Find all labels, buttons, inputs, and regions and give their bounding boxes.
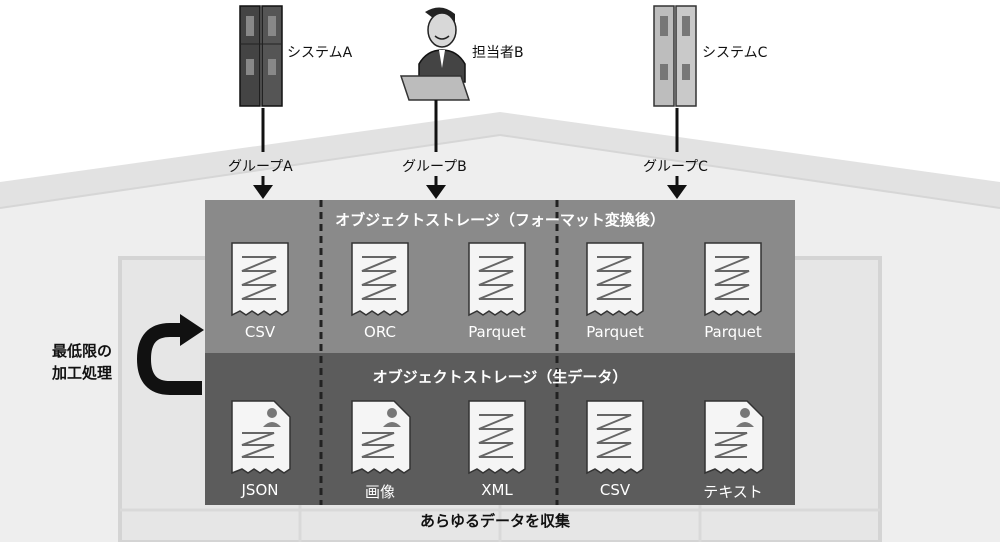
document-icon: [586, 242, 644, 317]
processing-note-line1: 最低限の: [52, 342, 113, 360]
document-person-icon: [704, 400, 764, 475]
person-laptop-icon: [399, 7, 471, 101]
doc-label-raw: JSON: [241, 481, 279, 499]
doc-label-formatted: ORC: [364, 323, 396, 341]
doc-label-raw: 画像: [364, 483, 395, 501]
group-label-a: グループA: [228, 159, 293, 175]
source-label-b: 担当者B: [472, 45, 524, 61]
document-icon: [586, 400, 644, 475]
group-dividers: [319, 200, 559, 505]
doc-label-raw: CSV: [599, 481, 631, 499]
collect-all-data-caption: あらゆるデータを収集: [420, 512, 571, 530]
server-rack-light-icon: [653, 5, 697, 107]
doc-label-formatted: Parquet: [586, 323, 644, 341]
source-arrows: [253, 100, 687, 199]
u-turn-arrow-icon: [136, 314, 204, 395]
server-rack-dark-icon: [239, 5, 283, 107]
document-icon: [231, 242, 289, 317]
document-icon: [704, 242, 762, 317]
doc-label-raw: XML: [481, 481, 513, 499]
document-icon: [351, 242, 409, 317]
storage-formatted-title: オブジェクトストレージ（フォーマット変換後）: [335, 211, 665, 229]
doc-label-raw: テキスト: [703, 483, 763, 501]
document-person-icon: [231, 400, 291, 475]
document-person-icon: [351, 400, 411, 475]
document-icon: [468, 400, 526, 475]
document-icon: [468, 242, 526, 317]
group-label-c: グループC: [643, 159, 708, 175]
storage-raw-title: オブジェクトストレージ（生データ）: [372, 368, 628, 386]
group-label-b: グループB: [402, 159, 467, 175]
doc-label-formatted: CSV: [244, 323, 276, 341]
doc-label-formatted: Parquet: [704, 323, 762, 341]
processing-note: 最低限の 加工処理: [52, 340, 112, 384]
source-label-a: システムA: [287, 45, 353, 61]
processing-note-line2: 加工処理: [52, 364, 113, 382]
doc-label-formatted: Parquet: [468, 323, 526, 341]
source-label-c: システムC: [702, 45, 768, 61]
